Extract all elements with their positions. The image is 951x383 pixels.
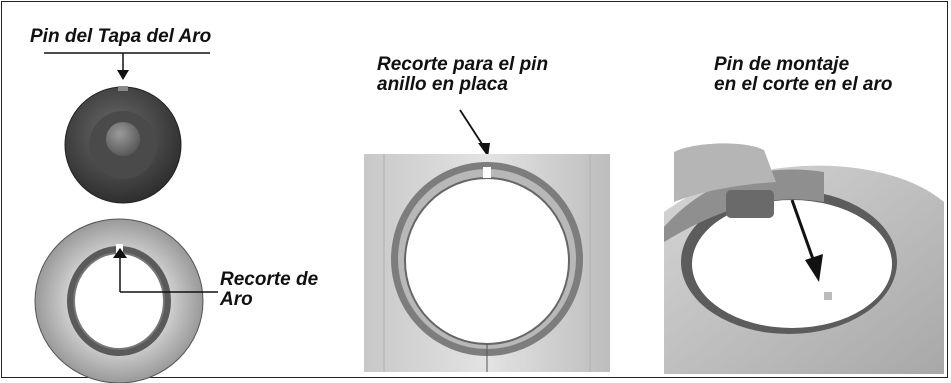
label-mount-pin: Pin de montaje en el corte en el aro — [714, 54, 893, 95]
ring-photo — [34, 218, 204, 383]
label-ring-cutout: Recorte de Aro — [220, 269, 319, 310]
label-tapa-pin: Pin del Tapa del Aro — [30, 26, 212, 47]
cap-photo — [64, 86, 182, 204]
mount-photo — [664, 142, 944, 374]
label-plate-cutout: Recorte para el pin anillo en placa — [377, 54, 549, 95]
plate-photo — [364, 154, 610, 372]
